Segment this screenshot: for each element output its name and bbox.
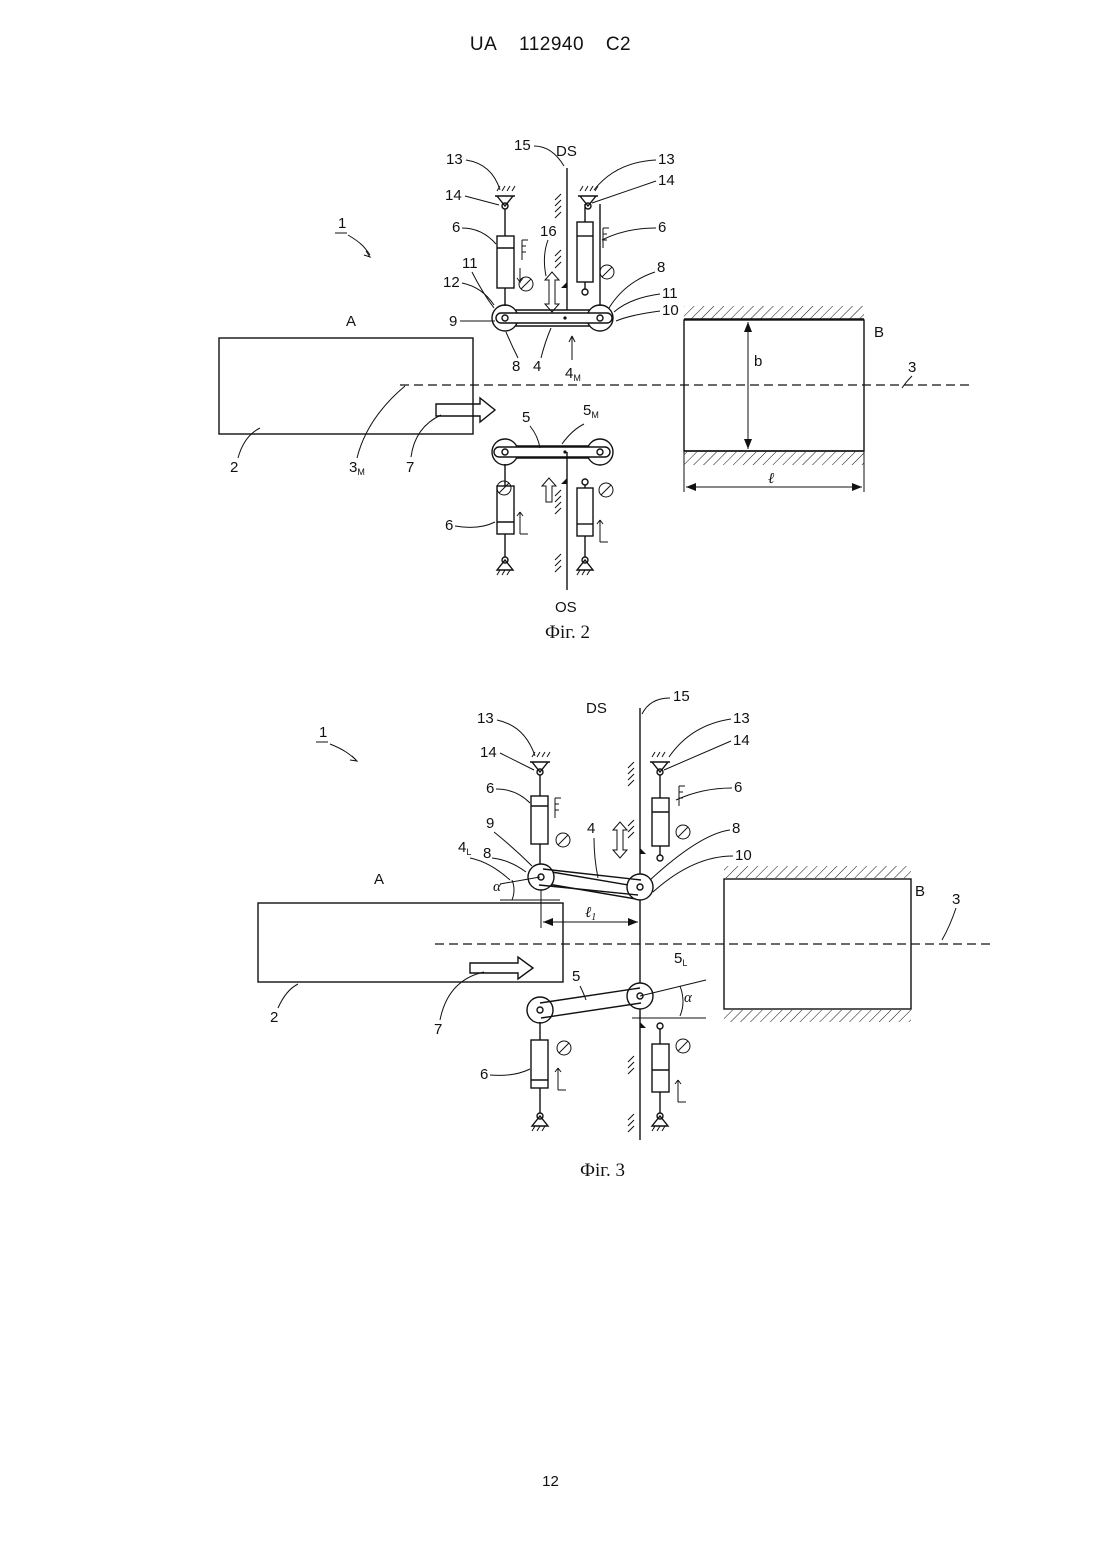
fig3-label-14a: 14	[480, 744, 497, 761]
fig3-label-ds: DS	[586, 700, 607, 717]
fig3-label-a: A	[374, 871, 384, 888]
fig2-label-4m: 4M	[565, 365, 581, 383]
fig3-label-b: B	[915, 883, 925, 900]
fig3-label-4l: 4L	[458, 839, 471, 857]
fig2-label-b: B	[874, 324, 884, 341]
fig2-label-3m: 3M	[349, 459, 365, 477]
fig3-bar-4	[528, 864, 653, 900]
fig2-cylinder-6-lower-right	[577, 488, 593, 536]
figure-2: 1 A 3 3M 2 7 B b ℓ	[219, 137, 970, 616]
fig3-label-6a: 6	[486, 780, 494, 797]
fig2-label-5m: 5M	[583, 402, 599, 420]
fig2-label-os: OS	[555, 599, 577, 616]
fig3-ref-1: 1	[319, 724, 327, 741]
fig3-caption: Фіг. 3	[580, 1160, 625, 1182]
fig3-arrow-7	[470, 957, 533, 979]
fig2-label-11a: 11	[462, 255, 478, 272]
fig2-label-6b: 6	[658, 219, 666, 236]
fig2-label-6c: 6	[445, 517, 453, 534]
fig2-label-7: 7	[406, 459, 414, 476]
fig2-label-10: 10	[662, 302, 679, 319]
fig3-cylinder-6-upper-right	[652, 798, 669, 846]
fig3-label-8a: 8	[483, 845, 491, 862]
fig2-label-9: 9	[449, 313, 457, 330]
fig2-label-15: 15	[514, 137, 531, 154]
fig2-label-13a: 13	[446, 151, 463, 168]
fig2-label-2: 2	[230, 459, 238, 476]
fig2-cylinder-6-upper-right	[577, 222, 593, 282]
fig2-label-4: 4	[533, 358, 541, 375]
fig2-label-13b: 13	[658, 151, 675, 168]
fig3-label-13a: 13	[477, 710, 494, 727]
fig2-label-16: 16	[540, 223, 557, 240]
fig3-label-3: 3	[952, 891, 960, 908]
figure-3: 1 A 7 2 3 B DS 15	[258, 688, 992, 1140]
fig3-label-9: 9	[486, 815, 494, 832]
fig2-label-14a: 14	[445, 187, 462, 204]
fig2-label-3: 3	[908, 359, 916, 376]
page-number: 12	[0, 1473, 1101, 1490]
fig2-dim-l: ℓ	[768, 471, 774, 487]
fig2-label-14b: 14	[658, 172, 675, 189]
fig2-label-a: A	[346, 313, 356, 330]
fig3-label-10: 10	[735, 847, 752, 864]
fig3-label-8b: 8	[732, 820, 740, 837]
fig3-label-7: 7	[434, 1021, 442, 1038]
fig3-label-6c: 6	[480, 1066, 488, 1083]
fig2-label-8b: 8	[657, 259, 665, 276]
fig3-alpha-lower: α	[684, 990, 693, 1006]
fig2-label-8a: 8	[512, 358, 520, 375]
fig2-label-ds: DS	[556, 143, 577, 160]
fig3-bar-5	[527, 983, 653, 1023]
fig3-label-14b: 14	[733, 732, 750, 749]
fig2-label-11b: 11	[662, 285, 678, 302]
fig2-dim-b: b	[754, 353, 762, 370]
fig2-caption: Фіг. 2	[545, 622, 590, 644]
fig2-cylinder-6-upper-left	[497, 236, 514, 288]
fig2-arrow-7	[436, 398, 495, 422]
fig3-label-13b: 13	[733, 710, 750, 727]
fig2-label-5: 5	[522, 409, 530, 426]
fig3-dim-l1: ℓ1	[585, 905, 596, 923]
fig3-label-6b: 6	[734, 779, 742, 796]
fig3-label-4: 4	[587, 820, 595, 837]
fig3-alpha-upper: α	[493, 879, 502, 895]
fig3-cylinder-6-lower-right	[652, 1044, 669, 1092]
fig3-block-a	[258, 903, 563, 982]
fig2-label-6a: 6	[452, 219, 460, 236]
fig3-label-5: 5	[572, 968, 580, 985]
fig3-label-15: 15	[673, 688, 690, 705]
fig3-label-2: 2	[270, 1009, 278, 1026]
fig3-label-5l: 5L	[674, 950, 687, 968]
fig2-ref-1: 1	[338, 215, 346, 232]
fig2-block-a	[219, 338, 473, 434]
fig3-cylinder-6-upper-left	[531, 796, 548, 844]
fig2-label-12: 12	[443, 274, 460, 291]
fig3-cylinder-6-lower-left	[531, 1040, 548, 1088]
